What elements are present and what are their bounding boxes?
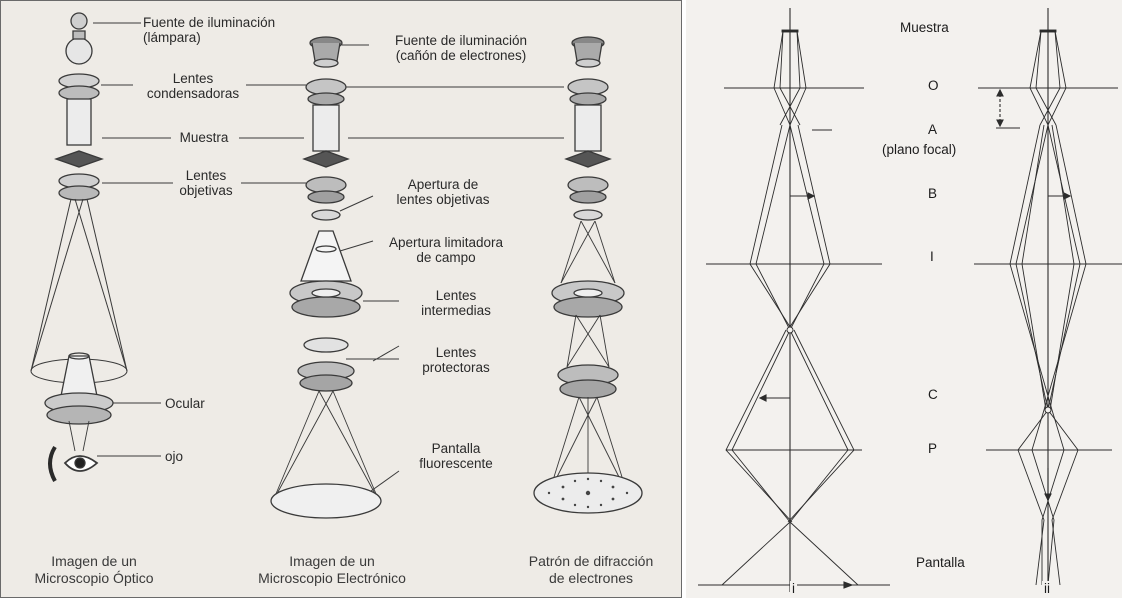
- em-intermediate-label-2: intermedias: [401, 303, 511, 318]
- optical-condenser-label-2: condensadoras: [131, 86, 255, 101]
- rd-sample-label: Muestra: [898, 20, 951, 35]
- em-intermediate-label-1: Lentes: [401, 288, 511, 303]
- plane-c-label: C: [926, 387, 940, 402]
- fluorescent-screen-icon: [271, 484, 381, 518]
- plane-a-label: A: [926, 122, 939, 137]
- objective-lens-icon: [59, 174, 99, 200]
- em-sample-icon: [304, 151, 348, 167]
- plane-p-label: P: [926, 441, 939, 456]
- em-projector-lens-icon: [298, 338, 354, 391]
- optical-caption-1: Imagen de un: [9, 553, 179, 570]
- em-condenser-lens-icon: [306, 79, 346, 151]
- lens-planes-i: [698, 88, 890, 585]
- optical-objective-label-2: objetivas: [173, 183, 239, 198]
- condenser-lens-icon: [59, 74, 99, 145]
- em-intermediate-lens-icon: [290, 281, 362, 317]
- em-source-label-1: Fuente de iluminación: [371, 33, 551, 48]
- ray-diagram: [686, 0, 1122, 598]
- plane-b-label: B: [926, 186, 939, 201]
- ray-diagram-figure: Muestra O A (plano focal) B I C P Pantal…: [686, 0, 1122, 598]
- diff-intermediate-lens-icon: [552, 281, 624, 317]
- diff-objective-lens-icon: [568, 177, 608, 220]
- em-screen-label-2: fluorescente: [401, 456, 511, 471]
- plane-o-label: O: [926, 78, 941, 93]
- diffraction-caption-1: Patrón de difracción: [505, 553, 677, 570]
- eyepiece-icon: [45, 353, 113, 451]
- em-screen-label-1: Pantalla: [401, 441, 511, 456]
- em-field-aperture-label-1: Apertura limitadora: [371, 235, 521, 250]
- em-field-aperture-label-2: de campo: [371, 250, 521, 265]
- eyepiece-label: Ocular: [165, 396, 205, 411]
- optical-objective-label-1: Lentes: [173, 168, 239, 183]
- arrows-ii: [997, 90, 1070, 500]
- optical-caption-2: Microscopio Óptico: [9, 570, 179, 587]
- diffraction-caption-2: de electrones: [505, 570, 677, 587]
- em-field-aperture-icon: [301, 231, 351, 281]
- microscope-comparison-figure: Fuente de iluminación (lámpara) Lentes c…: [0, 0, 682, 598]
- sample-icon: [56, 151, 102, 167]
- eye-icon: [50, 447, 97, 481]
- em-caption-2: Microscopio Electrónico: [237, 570, 427, 587]
- diff-beam-upper: [561, 221, 615, 283]
- diff-beam-middle: [567, 315, 609, 367]
- em-objective-aperture-label-1: Apertura de: [375, 177, 511, 192]
- diff-sample-icon: [566, 151, 610, 167]
- em-projector-label-2: protectoras: [401, 360, 511, 375]
- microscope-illustrations: [1, 1, 682, 598]
- optical-condenser-label-1: Lentes: [131, 71, 255, 86]
- mode-i-label: i: [790, 581, 797, 596]
- mode-ii-label: ii: [1042, 581, 1052, 596]
- optical-lamp-label: (lámpara): [143, 30, 275, 45]
- em-source-label-2: (cañón de electrones): [371, 48, 551, 63]
- diff-condenser-icon: [568, 79, 608, 151]
- screen-label: Pantalla: [914, 555, 967, 570]
- eye-label: ojo: [165, 449, 183, 464]
- em-objective-aperture-label-2: lentes objetivas: [375, 192, 511, 207]
- em-objective-lens-icon: [306, 177, 346, 220]
- em-caption-1: Imagen de un: [237, 553, 427, 570]
- lamp-icon: [66, 13, 92, 64]
- optical-light-source-label: Fuente de iluminación: [143, 15, 275, 30]
- diff-electron-gun-icon: [572, 37, 604, 67]
- diffraction-pattern-screen: [534, 473, 642, 513]
- electron-gun-icon: [310, 37, 342, 67]
- sample-label: Muestra: [171, 130, 237, 145]
- diff-projector-lens-icon: [558, 365, 618, 398]
- arrows-i: [760, 193, 852, 588]
- plane-i-label: I: [928, 249, 936, 264]
- em-projector-label-1: Lentes: [401, 345, 511, 360]
- focal-plane-label: (plano focal): [880, 142, 958, 157]
